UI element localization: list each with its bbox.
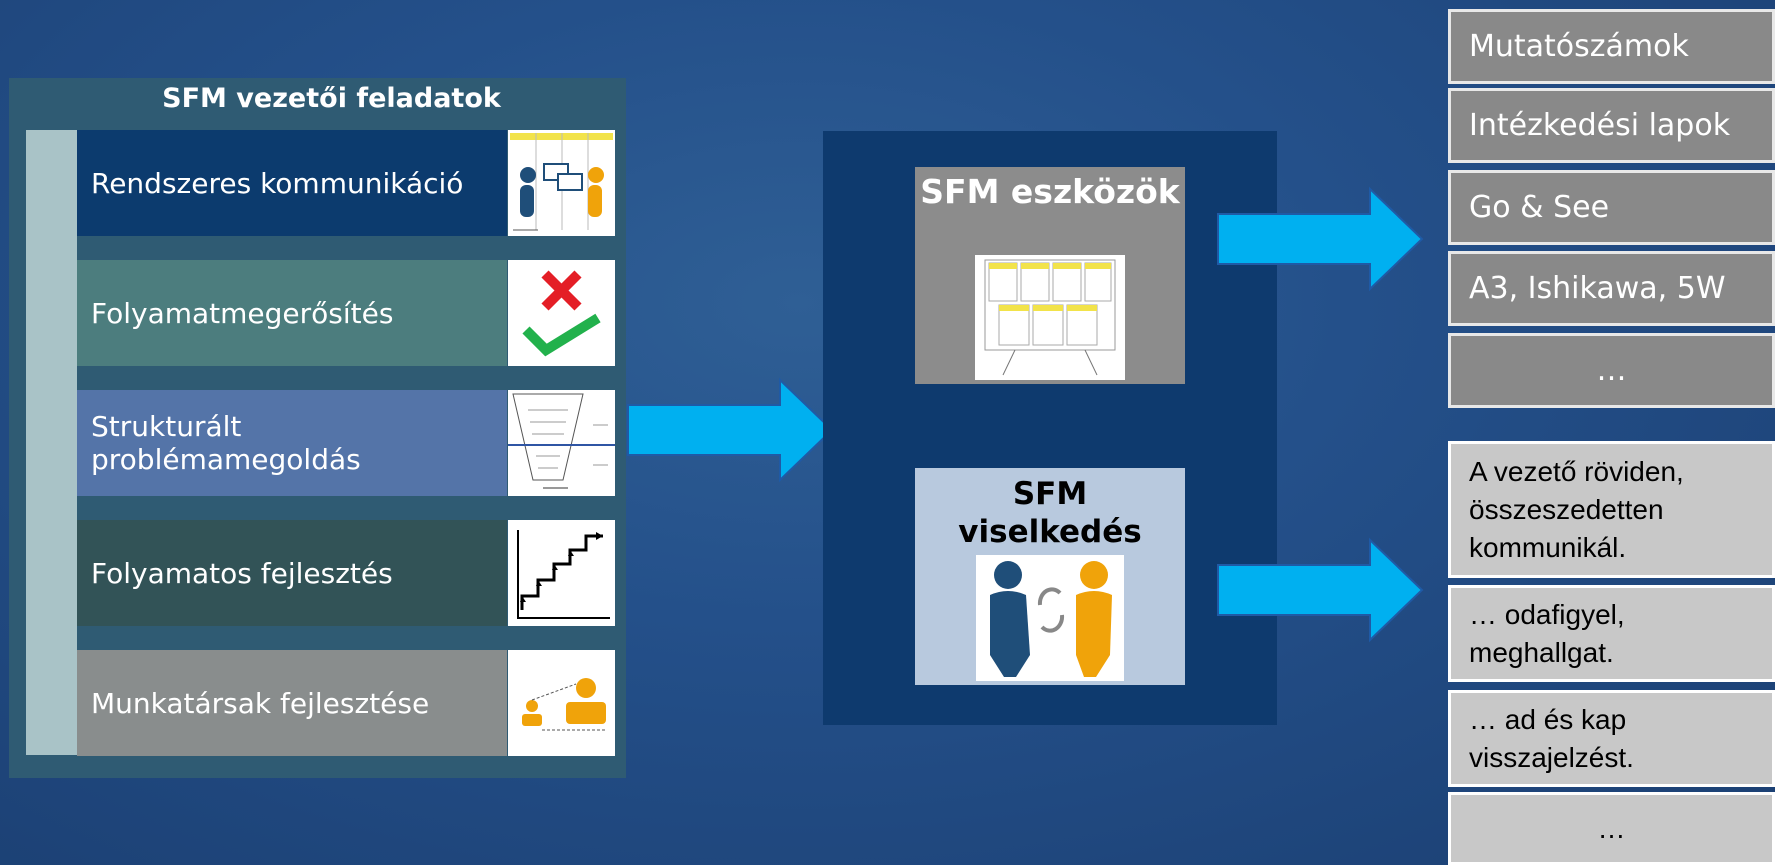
sfm-behavior-title: SFM viselkedés bbox=[915, 475, 1185, 551]
arrow-to-behaviors bbox=[1217, 537, 1424, 643]
tool-label: A3, Ishikawa, 5W bbox=[1469, 271, 1726, 306]
behavior-label: A vezető röviden, összeszedetten kommuni… bbox=[1469, 455, 1684, 563]
task-label: Strukturált problémamegoldás bbox=[91, 410, 361, 476]
behavior-label: … bbox=[1597, 812, 1626, 844]
stairs-chart-icon bbox=[508, 520, 615, 626]
task-label: Folyamatos fejlesztés bbox=[91, 556, 393, 590]
task-problem-solving: Strukturált problémamegoldás bbox=[77, 390, 507, 496]
behavior-label: … odafigyel, meghallgat. bbox=[1469, 598, 1625, 668]
funnel-icon bbox=[508, 390, 615, 496]
tool-label: Go & See bbox=[1469, 190, 1610, 225]
task-continuous-improvement: Folyamatos fejlesztés bbox=[77, 520, 507, 626]
tool-label: Intézkedési lapok bbox=[1469, 108, 1731, 143]
tool-item-go-see: Go & See bbox=[1448, 170, 1775, 245]
cross-check-icon bbox=[508, 260, 615, 366]
task-label: Munkatársak fejlesztése bbox=[91, 686, 430, 720]
task-label: Folyamatmegerősítés bbox=[91, 296, 394, 330]
tool-item-kpis: Mutatószámok bbox=[1448, 9, 1775, 84]
tool-item-a3: A3, Ishikawa, 5W bbox=[1448, 251, 1775, 326]
behavior-label: … ad és kap visszajelzést. bbox=[1469, 703, 1634, 773]
arrow-to-middle bbox=[627, 377, 834, 483]
task-employee-development: Munkatársak fejlesztése bbox=[77, 650, 507, 756]
tool-label: Mutatószámok bbox=[1469, 29, 1689, 64]
communication-icon bbox=[508, 130, 615, 236]
sfm-behavior-title-line2: viselkedés bbox=[958, 514, 1142, 550]
side-strip bbox=[26, 130, 77, 755]
behavior-item-communicates: A vezető röviden, összeszedetten kommuni… bbox=[1448, 441, 1775, 578]
task-process-confirmation: Folyamatmegerősítés bbox=[77, 260, 507, 366]
arrow-to-tools bbox=[1217, 186, 1424, 292]
behavior-item-listens: … odafigyel, meghallgat. bbox=[1448, 585, 1775, 682]
tool-item-action-sheets: Intézkedési lapok bbox=[1448, 88, 1775, 163]
leader-tasks-title: SFM vezetői feladatok bbox=[162, 83, 501, 114]
tool-label: … bbox=[1596, 353, 1627, 388]
behavior-people-icon bbox=[976, 555, 1124, 681]
task-label: Rendszeres kommunikáció bbox=[91, 166, 464, 200]
behavior-item-more: … bbox=[1448, 792, 1775, 865]
tool-item-more: … bbox=[1448, 333, 1775, 408]
coaching-icon bbox=[508, 650, 615, 756]
task-communication: Rendszeres kommunikáció bbox=[77, 130, 507, 236]
shopfloor-board-icon bbox=[975, 255, 1125, 380]
behavior-item-feedback: … ad és kap visszajelzést. bbox=[1448, 690, 1775, 787]
sfm-behavior-title-line1: SFM bbox=[1012, 476, 1088, 512]
sfm-tools-title: SFM eszközök bbox=[920, 172, 1180, 211]
